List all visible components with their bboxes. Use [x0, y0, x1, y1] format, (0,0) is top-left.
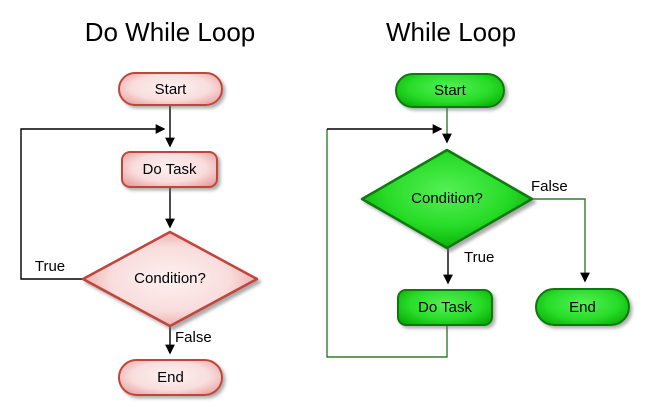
right-start-label: Start	[434, 82, 466, 99]
right-true-edge-label: True	[464, 249, 495, 266]
right-task-node: Do Task	[397, 289, 493, 326]
left-chart-title: Do While Loop	[84, 17, 256, 47]
left-start-node: Start	[118, 72, 223, 106]
right-false-edge-label: False	[531, 178, 568, 195]
left-end-node: End	[118, 359, 223, 396]
right-chart-title: While Loop	[385, 17, 517, 47]
right-condition-label: Condition?	[411, 190, 483, 207]
right-end-node: End	[535, 288, 630, 326]
left-condition-label: Condition?	[134, 270, 206, 287]
right-task-label: Do Task	[418, 299, 472, 316]
left-true-edge-label: True	[34, 258, 66, 275]
left-start-label: Start	[154, 80, 187, 98]
left-false-edge-label: False	[175, 329, 212, 346]
left-task-label: Do Task	[142, 161, 197, 178]
right-start-node: Start	[395, 73, 505, 108]
right-false-to-end-connector	[532, 198, 590, 283]
left-task-node: Do Task	[121, 151, 218, 188]
right-end-label: End	[569, 298, 596, 316]
left-end-label: End	[157, 369, 184, 386]
